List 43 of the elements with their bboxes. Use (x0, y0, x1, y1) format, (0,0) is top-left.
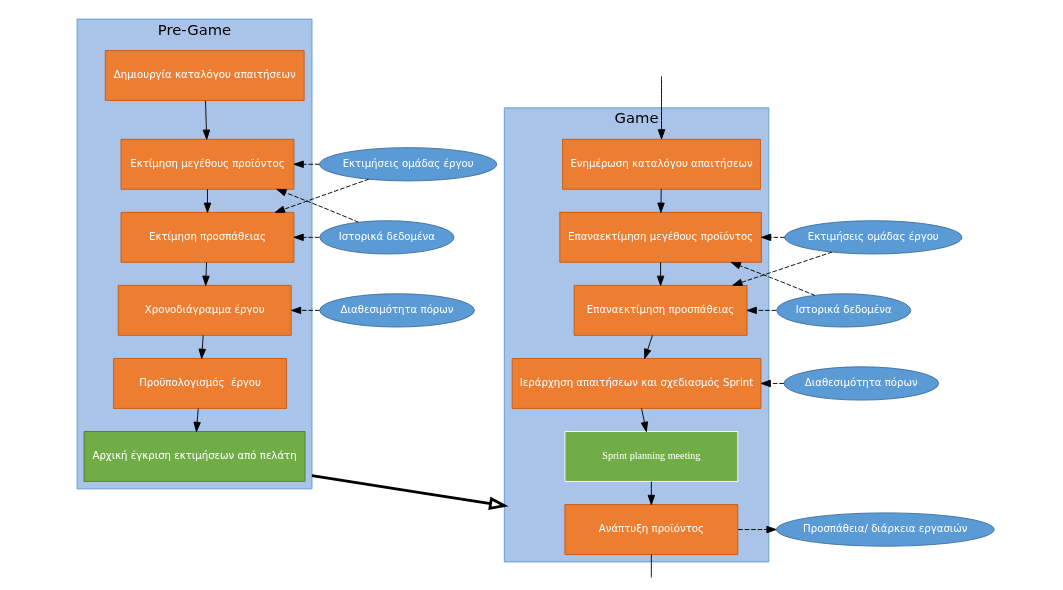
arrow (656, 188, 665, 213)
node-ellipse: Διαθεσιμότητα πόρων (782, 366, 939, 401)
node-box: Δημιουργία καταλόγου απαιτήσεων (104, 50, 305, 101)
node-box: Ανάπτυξη προϊόντος (563, 504, 738, 555)
arrow (201, 261, 210, 286)
node-ellipse: Προσπάθεια/ διάρκεια εργασιών (775, 512, 995, 547)
arrow (198, 334, 206, 359)
node-box: Αρχική έγκριση εκτιμήσεων από πελάτη (83, 431, 305, 482)
arrow (311, 474, 508, 511)
arrow (640, 408, 648, 432)
node-box: Εκτίμηση προσπάθειας (120, 211, 294, 263)
node-box: Προϋπολογισμός έργου (112, 358, 287, 409)
arrow (760, 233, 785, 242)
arrow (290, 306, 320, 315)
arrow (737, 525, 777, 534)
node-ellipse: Εκτιμήσεις ομάδας έργου (318, 147, 497, 182)
node-box: Sprint planning meeting (563, 431, 738, 482)
node-box: Ενημέρωση καταλόγου απαιτήσεων (561, 138, 761, 190)
arrow (192, 408, 201, 432)
connector (650, 554, 652, 578)
arrow (731, 251, 832, 286)
node-ellipse: Ιστορικά δεδομένα (775, 293, 911, 328)
node-box: Χρονοδιάγραμμα έργου (117, 284, 292, 336)
node-ellipse: Ιστορικά δεδομένα (318, 220, 454, 255)
arrow (202, 100, 210, 140)
node-box: Επαναεκτίμηση μεγέθους προϊόντος (558, 211, 762, 263)
arrow (293, 233, 320, 242)
node-box: Επαναεκτίμηση προσπάθειας (573, 284, 747, 336)
arrow (643, 334, 653, 359)
arrow (203, 188, 211, 213)
arrow (293, 160, 320, 168)
arrow (760, 379, 784, 388)
node-box: Ιεράρχηση απαιτήσεων και σχεδιασμός Sprint (511, 358, 761, 409)
arrow (647, 481, 655, 505)
arrow (275, 188, 359, 223)
node-box: Εκτίμηση μεγέθους προϊόντος (120, 138, 294, 190)
arrow (746, 306, 777, 315)
arrow (656, 261, 664, 286)
arrow (274, 178, 369, 213)
node-ellipse: Διαθεσιμότητα πόρων (318, 293, 475, 328)
arrow (730, 261, 815, 296)
node-ellipse: Εκτιμήσεις ομάδας έργου (783, 220, 962, 255)
arrow (657, 76, 665, 140)
